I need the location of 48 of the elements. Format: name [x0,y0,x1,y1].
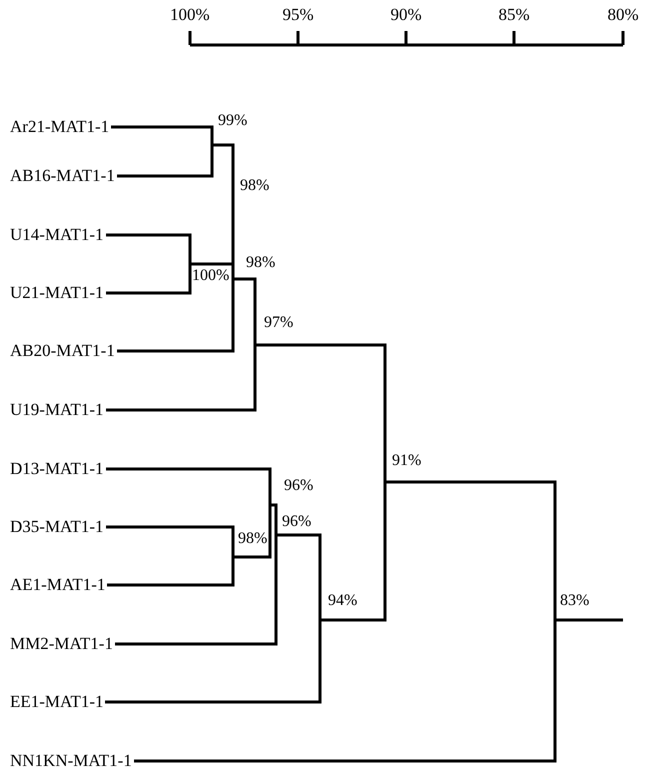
dendrogram-branch [270,504,278,535]
tick-label: 90% [390,6,422,24]
similarity-label: 91% [382,449,421,485]
leaf-label: AB16-MAT1-1 [10,166,115,186]
leaf-label: AB20-MAT1-1 [10,341,115,361]
dendrogram-branch [106,234,192,264]
leaf-label: D35-MAT1-1 [10,517,104,537]
similarity-label: 96% [273,510,311,538]
dendrogram-branch [106,264,192,294]
leaf-label: U14-MAT1-1 [10,225,104,245]
leaf-label: EE1-MAT1-1 [10,692,104,712]
similarity-label: 98% [230,527,267,560]
tick-label: 100% [170,6,210,24]
dendrogram-branch [255,344,386,482]
leaf-label: Ar21-MAT1-1 [10,117,110,137]
similarity-label: 98% [230,251,275,282]
dendrogram-branch [212,144,234,205]
leaf-label: U21-MAT1-1 [10,283,104,303]
tick-label: 95% [282,6,314,24]
dendrogram-branch [233,505,272,558]
dendrogram-branch [106,345,256,412]
tick-label: 80% [608,6,639,24]
dendrogram-branch [385,480,556,620]
tick-label: 85% [498,6,530,24]
similarity-label: 99% [209,109,247,148]
similarity-label: 96% [267,474,313,508]
dendrogram-branch [320,482,386,622]
dendrogram-branch [233,278,256,345]
leaf-label: NN1KN-MAT1-1 [10,751,132,771]
dendrogram-branch [111,126,214,145]
dendrogram-branch [115,535,278,646]
dendrogram-branch [276,534,322,620]
dendrogram-branch [106,526,234,557]
dendrogram-branch [105,620,322,704]
dendrogram-branch [134,620,556,762]
similarity-label: 94% [317,589,357,623]
dendrogram-branch [117,279,234,352]
leaf-label: D13-MAT1-1 [10,459,104,479]
dendrogram-branch [107,557,234,586]
similarity-label: 97% [252,311,293,348]
leaf-label: AE1-MAT1-1 [10,575,106,595]
leaf-label: U19-MAT1-1 [10,400,104,420]
similarity-label: 100% [187,261,229,288]
leaf-label: MM2-MAT1-1 [10,634,113,654]
similarity-label: 98% [230,174,269,208]
dendrogram-branch [117,145,214,178]
dendrogram-branch [106,468,272,505]
similarity-label: 83% [552,589,589,623]
